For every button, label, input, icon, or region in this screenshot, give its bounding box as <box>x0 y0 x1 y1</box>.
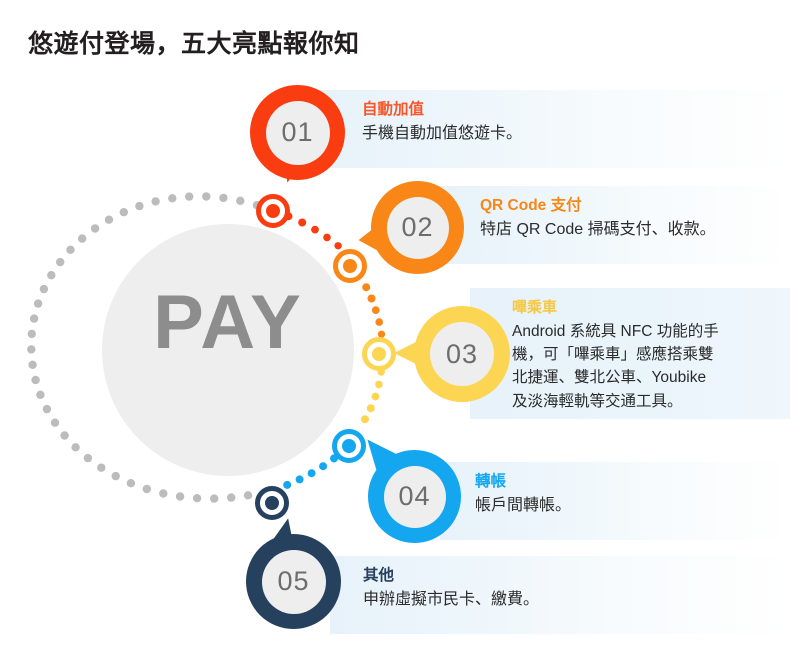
item-body-04: 帳戶間轉帳。 <box>475 497 572 515</box>
panel-item-03: 嗶乘車 Android 系統具 NFC 功能的手 機，可「嗶乘車」感應搭乘雙 北… <box>470 288 790 419</box>
number-bubble-05[interactable]: 05 <box>246 515 341 629</box>
arc-dots-yellow <box>361 368 385 424</box>
node-marker-02-dot <box>343 259 357 273</box>
number-bubble-hole-01: 01 <box>265 100 330 165</box>
panel-background-01 <box>320 90 790 168</box>
number-label-03: 03 <box>445 338 479 369</box>
node-marker-03-dot <box>372 347 386 361</box>
item-heading-02: QR Code 支付 <box>480 197 582 214</box>
panel-background-05 <box>330 556 790 634</box>
node-marker-03-ring <box>362 337 396 371</box>
item-heading-04: 轉帳 <box>475 473 507 490</box>
number-label-04: 04 <box>398 481 431 511</box>
bubble-tail-05 <box>269 515 301 551</box>
number-bubble-03[interactable]: 03 <box>394 306 510 402</box>
pay-hub-circle <box>102 224 354 476</box>
panel-background-04 <box>440 462 790 540</box>
number-label-05: 05 <box>277 566 310 596</box>
page-title: 悠遊付登場，五大亮點報你知 <box>28 30 360 58</box>
node-marker-04-ring <box>332 429 366 463</box>
panel-item-04: 轉帳 帳戶間轉帳。 <box>440 462 790 540</box>
number-label-02: 02 <box>401 212 434 242</box>
item-body-03: Android 系統具 NFC 功能的手 機，可「嗶乘車」感應搭乘雙 北捷運、雙… <box>512 322 719 410</box>
item-heading-05: 其他 <box>363 567 395 584</box>
item-body-01: 手機自動加值悠遊卡。 <box>362 125 523 143</box>
number-label-01: 01 <box>281 117 314 147</box>
item-body-05: 申辦虛擬市民卡、繳費。 <box>363 591 540 609</box>
panel-background-02 <box>440 186 790 264</box>
number-bubble-hole-02: 02 <box>386 196 449 259</box>
node-markers <box>255 194 396 520</box>
number-bubble-04[interactable]: 04 <box>357 431 461 543</box>
panel-item-01: 自動加值 手機自動加值悠遊卡。 <box>320 90 790 168</box>
node-marker-05-ring <box>255 486 289 520</box>
item-body-02: 特店 QR Code 掃碼支付、收款。 <box>480 221 716 239</box>
number-bubble-hole-03: 03 <box>430 322 494 386</box>
number-bubble-01[interactable]: 01 <box>250 85 345 186</box>
panel-background-03 <box>470 288 790 419</box>
node-marker-02-ring <box>333 249 367 283</box>
pay-hub-label: PAY <box>153 280 303 365</box>
panel-item-02: QR Code 支付 特店 QR Code 掃碼支付、收款。 <box>440 186 790 264</box>
arc-dots-orange <box>362 283 386 338</box>
node-marker-01-dot <box>266 204 280 218</box>
arc-dots-gray <box>27 192 262 503</box>
node-marker-01-ring <box>256 194 290 228</box>
node-marker-05-dot <box>265 496 279 510</box>
arc-dots-blue <box>283 454 338 489</box>
item-heading-01: 自動加值 <box>362 101 425 118</box>
panel-item-05: 其他 申辦虛擬市民卡、繳費。 <box>330 556 790 634</box>
item-heading-03: 嗶乘車 <box>512 299 558 316</box>
number-bubble-hole-04: 04 <box>383 465 446 528</box>
number-bubble-hole-05: 05 <box>261 549 326 614</box>
bubble-tail-03 <box>394 340 420 366</box>
number-bubble-02[interactable]: 02 <box>358 181 464 274</box>
node-marker-04-dot <box>342 439 356 453</box>
